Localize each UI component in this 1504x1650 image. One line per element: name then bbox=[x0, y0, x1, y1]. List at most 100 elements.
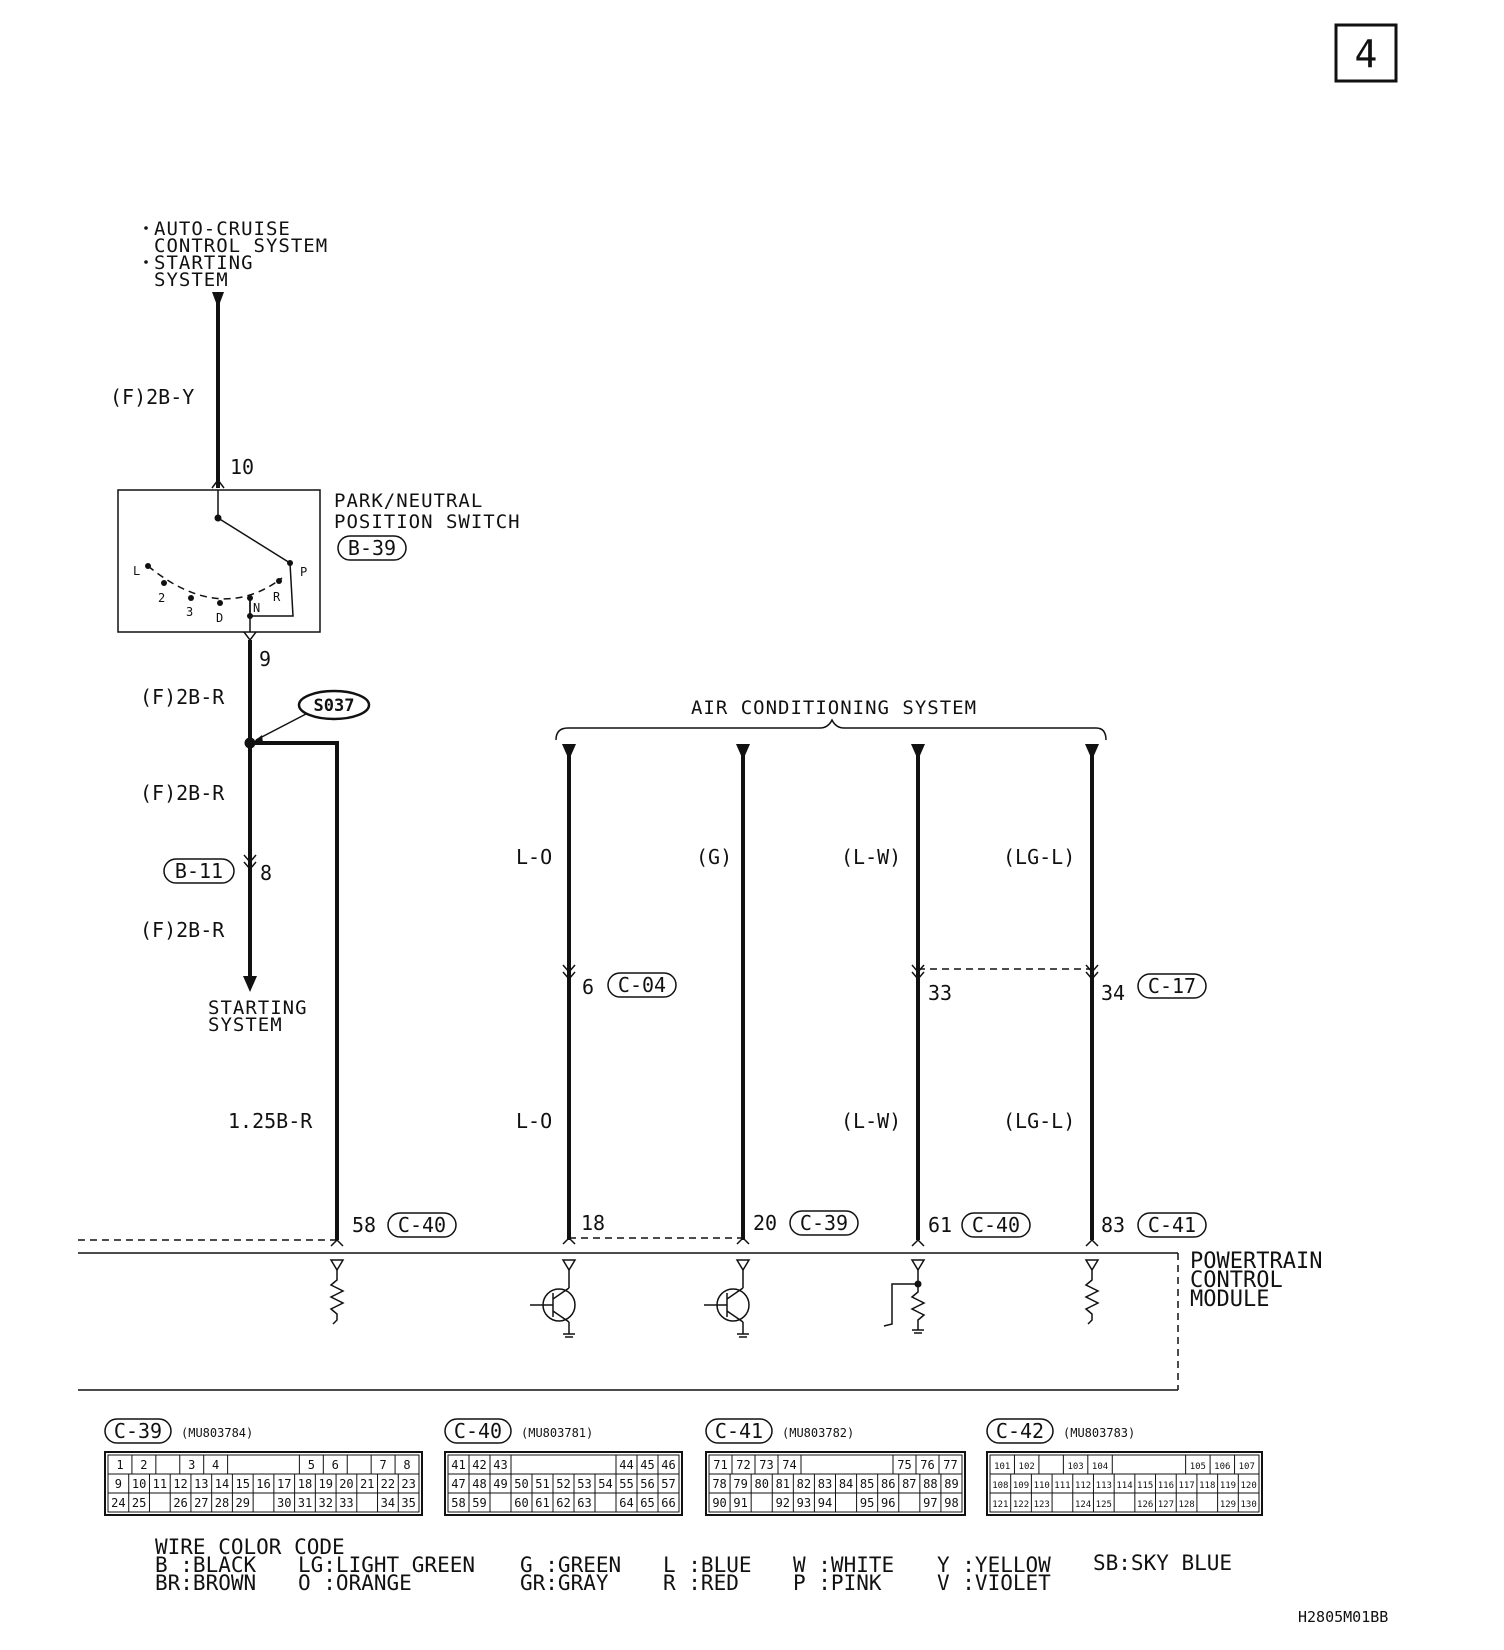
pin-18: 18 bbox=[581, 1211, 605, 1235]
conn-c40-b: C-40 bbox=[972, 1213, 1020, 1237]
park-neutral-switch bbox=[117, 489, 321, 633]
pin-cell: 63 bbox=[577, 1496, 591, 1510]
splice-s037-badge bbox=[297, 689, 371, 721]
pin-cell: 120 bbox=[1241, 1481, 1257, 1491]
pin-cell: 110 bbox=[1034, 1481, 1050, 1491]
conn-c40-badge bbox=[387, 1212, 457, 1238]
wire-label-2b-r-1: (F)2B-R bbox=[140, 685, 225, 709]
connector-id: C-40 bbox=[454, 1419, 502, 1443]
pin-cell: 31 bbox=[298, 1496, 312, 1510]
pin-cell: 104 bbox=[1092, 1462, 1108, 1472]
code-orange: O :ORANGE bbox=[298, 1571, 412, 1595]
pin-cell: 115 bbox=[1137, 1481, 1153, 1491]
pcm-transistor-20 bbox=[704, 1259, 751, 1338]
code-yellow: Y :YELLOW bbox=[937, 1553, 1051, 1577]
pcm-resistor-58 bbox=[329, 1259, 345, 1325]
pin-cell: 56 bbox=[640, 1477, 654, 1491]
pin-cell: 41 bbox=[451, 1458, 465, 1472]
pin-cell: 19 bbox=[318, 1477, 332, 1491]
pin-cell: 15 bbox=[236, 1477, 250, 1491]
pin-cell: 17 bbox=[277, 1477, 291, 1491]
pin-cell: 83 bbox=[818, 1477, 832, 1491]
pin-cell: 27 bbox=[194, 1496, 208, 1510]
conn-c41: C-41 bbox=[1148, 1213, 1196, 1237]
code-gray: GR:GRAY bbox=[520, 1571, 609, 1595]
pin-cell: 6 bbox=[332, 1458, 339, 1472]
pin-cell: 86 bbox=[881, 1477, 895, 1491]
pin-cell: 25 bbox=[132, 1496, 146, 1510]
pin-34: 34 bbox=[1101, 981, 1125, 1005]
pin-cell: 46 bbox=[661, 1458, 675, 1472]
pin-cell: 129 bbox=[1220, 1500, 1236, 1510]
conn-c41-badge bbox=[1137, 1212, 1207, 1238]
pin-cell: 87 bbox=[902, 1477, 916, 1491]
wire-label-2b-r-3: (F)2B-R bbox=[140, 918, 225, 942]
pin-cell: 49 bbox=[493, 1477, 507, 1491]
pin-cell: 60 bbox=[514, 1496, 528, 1510]
pin-83: 83 bbox=[1101, 1213, 1125, 1237]
pin-cell: 111 bbox=[1054, 1481, 1070, 1491]
code-brown: BR:BROWN bbox=[155, 1571, 256, 1595]
pin-cell: 88 bbox=[923, 1477, 937, 1491]
pin-cell: 122 bbox=[1013, 1500, 1029, 1510]
pin-33: 33 bbox=[928, 981, 952, 1005]
conn-b11-badge bbox=[163, 858, 235, 884]
pin-10: 10 bbox=[230, 455, 254, 479]
switch-title-1: PARK/NEUTRAL bbox=[334, 490, 483, 512]
pin-cell: 48 bbox=[472, 1477, 486, 1491]
ac-system-label: AIR CONDITIONING SYSTEM bbox=[691, 697, 977, 719]
connector-mark bbox=[1085, 964, 1099, 981]
pin-cell: 103 bbox=[1067, 1462, 1083, 1472]
pos-r: R bbox=[273, 590, 281, 604]
pin-cell: 74 bbox=[782, 1458, 796, 1472]
pcm-resistor-83 bbox=[1084, 1259, 1100, 1325]
pin-cell: 34 bbox=[381, 1496, 395, 1510]
pos-3: 3 bbox=[186, 605, 193, 619]
page-number-box bbox=[1334, 23, 1398, 83]
source-line-2: CONTROL SYSTEM bbox=[154, 235, 328, 257]
pin-cell: 95 bbox=[860, 1496, 874, 1510]
starting-system-2: SYSTEM bbox=[208, 1014, 283, 1036]
pos-2: 2 bbox=[158, 591, 165, 605]
pin-61: 61 bbox=[928, 1213, 952, 1237]
pin-cell: 28 bbox=[215, 1496, 229, 1510]
conn-c17: C-17 bbox=[1148, 974, 1196, 998]
pin-cell: 18 bbox=[298, 1477, 312, 1491]
pin-cell: 51 bbox=[535, 1477, 549, 1491]
pin-cell: 123 bbox=[1034, 1500, 1050, 1510]
pin-cell: 73 bbox=[759, 1458, 773, 1472]
pin-cell: 124 bbox=[1075, 1500, 1091, 1510]
pin-cell: 94 bbox=[818, 1496, 832, 1510]
pin-cell: 96 bbox=[881, 1496, 895, 1510]
code-sky-blue: SB:SKY BLUE bbox=[1093, 1551, 1232, 1575]
pin-cell: 112 bbox=[1075, 1481, 1091, 1491]
pos-p: P bbox=[300, 565, 307, 579]
wire-color-code: WIRE COLOR CODE B :BLACK LG:LIGHT GREEN … bbox=[155, 1535, 1232, 1595]
pin-cell: 105 bbox=[1190, 1462, 1206, 1472]
pin-cell: 85 bbox=[860, 1477, 874, 1491]
conn-c39: C-39 bbox=[800, 1211, 848, 1235]
pin-cell: 50 bbox=[514, 1477, 528, 1491]
code-violet: V :VIOLET bbox=[937, 1571, 1051, 1595]
pin-cell: 47 bbox=[451, 1477, 465, 1491]
pin-cell: 89 bbox=[944, 1477, 958, 1491]
splice-s037: S037 bbox=[314, 696, 355, 716]
pcm-title-1: POWERTRAIN bbox=[1190, 1249, 1322, 1274]
connector-mark bbox=[911, 964, 925, 981]
pin-cell: 130 bbox=[1241, 1500, 1257, 1510]
pin-cell: 92 bbox=[776, 1496, 790, 1510]
conn-c04: C-04 bbox=[618, 973, 666, 997]
pin-cell: 128 bbox=[1178, 1500, 1194, 1510]
top-source-label: AUTO-CRUISE CONTROL SYSTEM STARTING SYST… bbox=[144, 218, 328, 291]
pin-cell: 77 bbox=[943, 1458, 957, 1472]
wire-label-g: (G) bbox=[696, 845, 732, 869]
pin-cell: 44 bbox=[619, 1458, 633, 1472]
conn-c40b-badge bbox=[961, 1212, 1031, 1238]
code-black: B :BLACK bbox=[155, 1553, 257, 1577]
pin-cell: 78 bbox=[712, 1477, 726, 1491]
pcm-title-3: MODULE bbox=[1190, 1287, 1269, 1312]
pin-cell: 5 bbox=[308, 1458, 315, 1472]
wire-label-2b-y: (F)2B-Y bbox=[110, 385, 194, 409]
ac-wire-3 bbox=[911, 744, 925, 1240]
